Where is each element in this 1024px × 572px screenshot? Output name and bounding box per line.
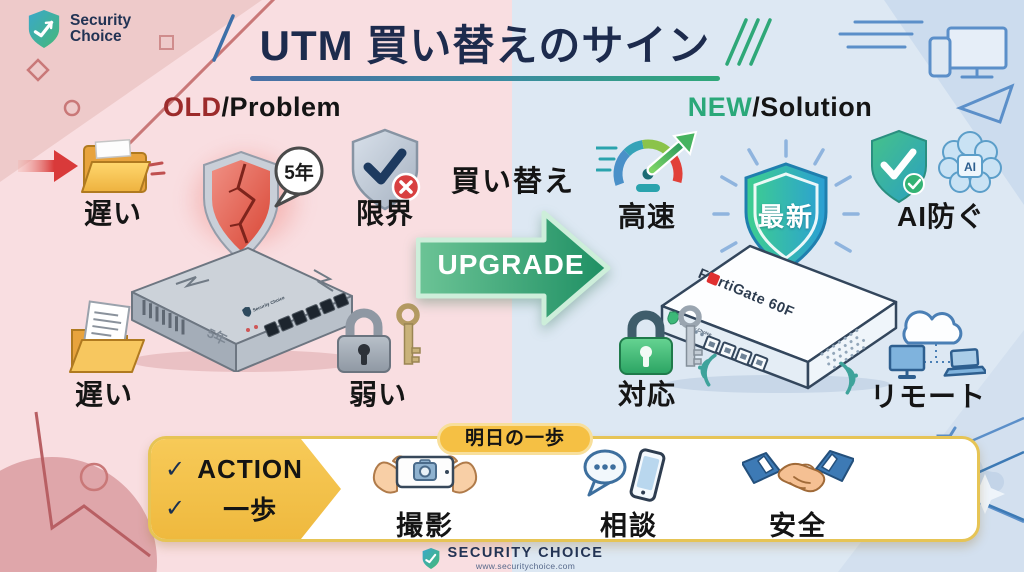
weak-label: 弱い <box>348 379 407 410</box>
solution-text: /Solution <box>752 92 873 122</box>
latest-shield-icon <box>712 139 860 272</box>
hands-phone-camera-icon <box>372 455 478 494</box>
action-checklist: ✓ ACTION ✓ 一歩 <box>165 454 305 527</box>
fast-label: 高速 <box>617 201 676 232</box>
handshake-icon <box>742 450 854 493</box>
folder-slow-icon <box>81 139 166 193</box>
footer-shield-icon <box>422 547 439 569</box>
action-row-1: ✓ ACTION <box>165 454 305 485</box>
brand-shield-icon <box>28 10 60 48</box>
red-arrow-icon <box>18 150 78 182</box>
page-title: UTM 買い替えのサイン <box>259 22 711 69</box>
brand-logo-text: Security Choice <box>70 11 132 46</box>
latest-shield-label: 最新 <box>757 202 814 232</box>
brand-line1: Security <box>70 11 132 29</box>
folder-document-icon <box>69 300 145 373</box>
action-banner-body: ✓ ACTION ✓ 一歩 <box>151 439 977 539</box>
footer-brand: SECURITY CHOICE <box>447 545 604 561</box>
weak-padlock-key-icon <box>337 303 421 373</box>
shine-rays <box>712 139 860 253</box>
problem-text: /Problem <box>221 92 342 122</box>
ai-label: AI防ぐ <box>896 201 985 232</box>
step-photograph: 撮影 <box>360 447 490 539</box>
step-safety: 安全 <box>733 447 863 539</box>
slow-top-label: 遅い <box>83 198 142 229</box>
ai-chip-text: AI <box>964 160 976 174</box>
old-problem-heading: OLD/Problem <box>142 92 362 123</box>
cloud-remote-icon <box>888 310 986 379</box>
upgrade-arrow <box>416 210 611 326</box>
speedometer-icon <box>596 130 698 192</box>
action-row1-text: ACTION <box>197 454 303 484</box>
action-row-2: ✓ 一歩 <box>165 490 305 527</box>
old-text: OLD <box>162 92 222 122</box>
title-underline <box>250 76 720 81</box>
brand-logo: Security Choice <box>26 8 131 50</box>
cracked-shield-icon <box>203 150 279 264</box>
age-bubble <box>274 146 324 208</box>
age-bubble-text: 5年 <box>284 163 314 184</box>
new-text: NEW <box>687 92 753 122</box>
wifi-left-icon <box>698 353 717 387</box>
step-safety-label: 安全 <box>769 511 827 539</box>
footer-url: www.securitychoice.com <box>475 561 576 571</box>
step-consult-label: 相談 <box>600 511 658 539</box>
old-utm-device: 5年 Security Choice <box>130 247 362 372</box>
action-chevron <box>151 439 341 539</box>
check-icon: ✓ <box>165 495 186 522</box>
ai-shield-icon <box>871 129 927 204</box>
footer: SECURITY CHOICE www.securitychoice.com <box>0 545 1024 571</box>
wifi-right-icon <box>839 361 858 395</box>
ai-brain-icon: AI <box>938 131 1002 193</box>
support-label: 対応 <box>617 379 676 410</box>
remote-label: リモート <box>869 381 986 412</box>
check-icon: ✓ <box>165 456 186 483</box>
brand-line2: Choice <box>70 28 122 45</box>
support-padlock-key-icon <box>619 305 703 375</box>
step-consult: 相談 <box>564 447 694 539</box>
action-row2-text: 一歩 <box>223 495 278 525</box>
speech-bubble-phone-icon <box>583 448 666 502</box>
upgrade-arrow-label: UPGRADE <box>437 249 585 280</box>
new-solution-heading: NEW/Solution <box>670 92 890 123</box>
step-photograph-label: 撮影 <box>396 511 454 539</box>
replace-label: 買い替え <box>450 166 575 198</box>
limit-shield-icon <box>351 128 421 211</box>
footer-text: SECURITY CHOICE www.securitychoice.com <box>448 545 604 571</box>
tomorrow-step-badge: 明日の一歩 <box>437 423 593 455</box>
limit-label: 限界 <box>355 198 414 229</box>
action-banner: ✓ ACTION ✓ 一歩 <box>148 423 980 542</box>
fortigate-device: Security Choice <box>660 244 898 395</box>
title-block: UTM 買い替えのサイン <box>250 12 720 81</box>
slow-bottom-label: 遅い <box>74 379 133 410</box>
